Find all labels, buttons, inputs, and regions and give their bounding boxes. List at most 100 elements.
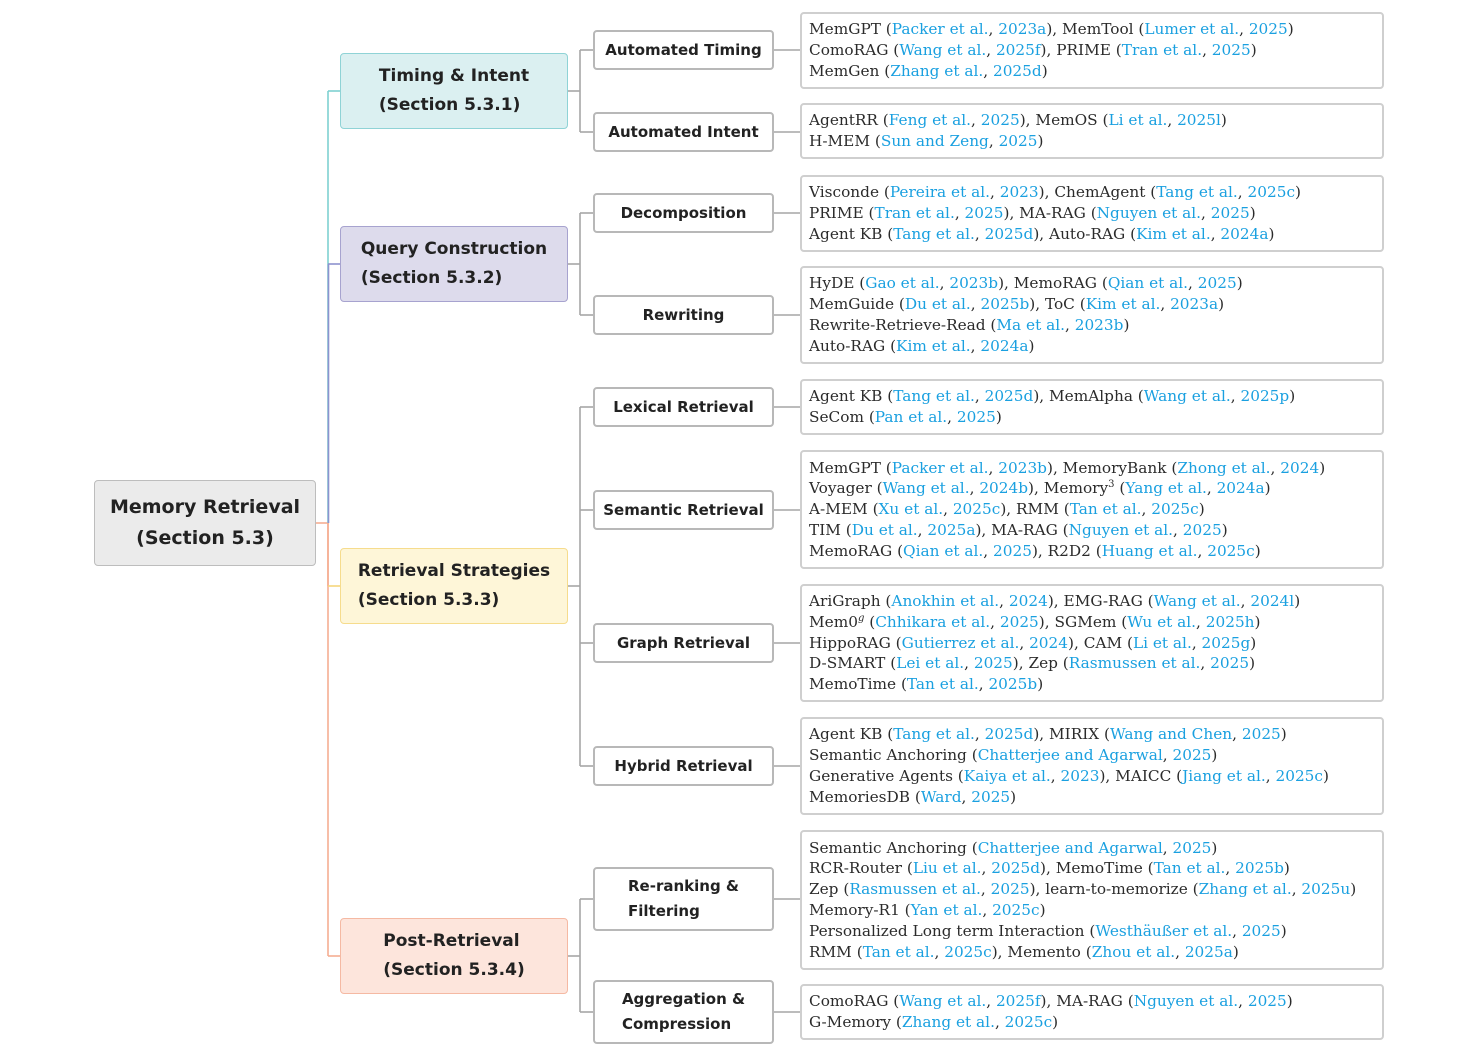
citation-link[interactable]: 2023 <box>999 183 1039 202</box>
citation-link[interactable]: Rasmussen et al. <box>1068 654 1201 673</box>
citation-link[interactable]: 2025 <box>1210 654 1250 673</box>
citation-link[interactable]: Chatterjee and Agarwal <box>977 838 1163 857</box>
citation-link[interactable]: 2025p <box>1240 387 1290 406</box>
citation-link[interactable]: 2025c <box>1275 766 1323 785</box>
citation-link[interactable]: 2025 <box>1248 20 1288 39</box>
citation-link[interactable]: Rasmussen et al. <box>849 880 981 899</box>
citation-link[interactable]: 2025 <box>993 541 1032 560</box>
citation-link[interactable]: Wang et al. <box>899 992 987 1011</box>
citation-link[interactable]: 2023b <box>998 458 1047 477</box>
citation-link[interactable]: Gao et al. <box>865 274 940 293</box>
citation-link[interactable]: Tang et al. <box>893 725 975 744</box>
citation-link[interactable]: Du et al. <box>851 520 918 539</box>
citation-link[interactable]: Lei et al. <box>896 654 965 673</box>
citation-link[interactable]: 2025c <box>1247 183 1296 202</box>
citation-link[interactable]: 2025h <box>1205 612 1255 631</box>
citation-link[interactable]: 2024 <box>1280 458 1320 477</box>
citation-link[interactable]: Tan et al. <box>1069 500 1142 519</box>
citation-link[interactable]: 2025f <box>995 41 1041 60</box>
citation-link[interactable]: 2025d <box>991 859 1041 878</box>
citation-link[interactable]: Huang et al. <box>1101 541 1198 560</box>
citation-link[interactable]: 2025 <box>1172 838 1212 857</box>
citation-link[interactable]: Nguyen et al. <box>1133 992 1239 1011</box>
citation-link[interactable]: Yan et al. <box>910 900 983 919</box>
citation-link[interactable]: 2025 <box>1182 520 1222 539</box>
citation-link[interactable]: Wang and Chen <box>1110 725 1233 744</box>
citation-link[interactable]: Xu et al. <box>878 500 944 519</box>
citation-link[interactable]: 2025 <box>998 131 1038 150</box>
citation-link[interactable]: Tan et al. <box>906 675 979 694</box>
citation-link[interactable]: Tran et al. <box>1121 41 1203 60</box>
citation-link[interactable]: 2025d <box>984 224 1034 243</box>
citation-link[interactable]: Tang et al. <box>1156 183 1238 202</box>
citation-link[interactable]: 2023 <box>1060 766 1100 785</box>
citation-link[interactable]: Anokhin et al. <box>891 592 1000 610</box>
citation-link[interactable]: Wu et al. <box>1127 612 1197 631</box>
citation-link[interactable]: Wang et al. <box>1143 387 1231 406</box>
citation-link[interactable]: 2023b <box>949 274 999 293</box>
citation-link[interactable]: 2025a <box>927 520 976 539</box>
citation-link[interactable]: 2025b <box>1235 859 1284 878</box>
citation-link[interactable]: 2025 <box>1241 921 1281 940</box>
citation-link[interactable]: 2025l <box>1177 111 1221 130</box>
citation-link[interactable]: 2025 <box>1197 274 1237 293</box>
citation-link[interactable]: Wang et al. <box>882 479 970 498</box>
citation-link[interactable]: Ma et al. <box>996 315 1065 334</box>
citation-link[interactable]: Du et al. <box>904 295 971 314</box>
citation-link[interactable]: 2025 <box>973 654 1013 673</box>
citation-link[interactable]: Zhang et al. <box>1198 880 1292 899</box>
citation-link[interactable]: 2025 <box>999 612 1039 631</box>
citation-link[interactable]: Zhong et al. <box>1177 458 1271 477</box>
citation-link[interactable]: Tan et al. <box>1153 859 1226 878</box>
citation-link[interactable]: 2025 <box>980 111 1020 130</box>
citation-link[interactable]: 2024a <box>1216 479 1265 498</box>
citation-link[interactable]: Wang et al. <box>899 41 987 60</box>
citation-link[interactable]: 2025f <box>995 992 1041 1011</box>
citation-link[interactable]: Nguyen et al. <box>1068 520 1174 539</box>
citation-link[interactable]: Yang et al. <box>1125 479 1207 498</box>
citation-link[interactable]: 2024 <box>1029 633 1069 652</box>
citation-link[interactable]: Chatterjee and Agarwal <box>977 746 1163 765</box>
citation-link[interactable]: Zhou et al. <box>1091 942 1176 961</box>
citation-link[interactable]: 2025c <box>1151 500 1199 519</box>
citation-link[interactable]: Tran et al. <box>874 204 955 223</box>
citation-link[interactable]: Li et al. <box>1132 633 1192 652</box>
citation-link[interactable]: 2025 <box>964 204 1004 223</box>
citation-link[interactable]: 2025 <box>971 787 1011 806</box>
citation-link[interactable]: Qian et al. <box>903 541 984 560</box>
citation-link[interactable]: Tan et al. <box>862 942 935 961</box>
citation-link[interactable]: Westhäußer et al. <box>1095 921 1233 940</box>
citation-link[interactable]: Gutierrez et al. <box>901 633 1020 652</box>
citation-link[interactable]: 2025c <box>1004 1012 1053 1031</box>
citation-link[interactable]: 2025c <box>1207 541 1255 560</box>
citation-link[interactable]: Kim et al. <box>1136 224 1211 243</box>
citation-link[interactable]: Nguyen et al. <box>1096 204 1202 223</box>
citation-link[interactable]: Tang et al. <box>893 224 975 243</box>
citation-link[interactable]: 2025 <box>1172 746 1212 765</box>
citation-link[interactable]: 2025 <box>956 407 996 426</box>
citation-link[interactable]: 2025u <box>1301 880 1351 899</box>
citation-link[interactable]: 2024 <box>1008 592 1048 610</box>
citation-link[interactable]: 2024b <box>979 479 1029 498</box>
citation-link[interactable]: 2025d <box>992 61 1042 80</box>
citation-link[interactable]: Qian et al. <box>1107 274 1189 293</box>
citation-link[interactable]: Kim et al. <box>1085 295 1161 314</box>
citation-link[interactable]: 2023b <box>1074 315 1124 334</box>
citation-link[interactable]: Jiang et al. <box>1182 766 1266 785</box>
citation-link[interactable]: Zhang et al. <box>890 61 984 80</box>
citation-link[interactable]: Tang et al. <box>893 387 975 406</box>
citation-link[interactable]: Chhikara et al. <box>875 612 991 631</box>
citation-link[interactable]: Kaiya et al. <box>963 766 1051 785</box>
citation-link[interactable]: Li et al. <box>1108 111 1168 130</box>
citation-link[interactable]: Ward <box>920 787 962 806</box>
citation-link[interactable]: Liu et al. <box>912 859 982 878</box>
citation-link[interactable]: 2025 <box>1241 725 1281 744</box>
citation-link[interactable]: 2025a <box>1184 942 1233 961</box>
citation-link[interactable]: 2025d <box>984 387 1034 406</box>
citation-link[interactable]: 2024a <box>980 336 1029 355</box>
citation-link[interactable]: 2025c <box>944 942 992 961</box>
citation-link[interactable]: Pan et al. <box>874 407 948 426</box>
citation-link[interactable]: Pereira et al. <box>889 183 990 202</box>
citation-link[interactable]: 2025 <box>1247 992 1287 1011</box>
citation-link[interactable]: Kim et al. <box>896 336 971 355</box>
